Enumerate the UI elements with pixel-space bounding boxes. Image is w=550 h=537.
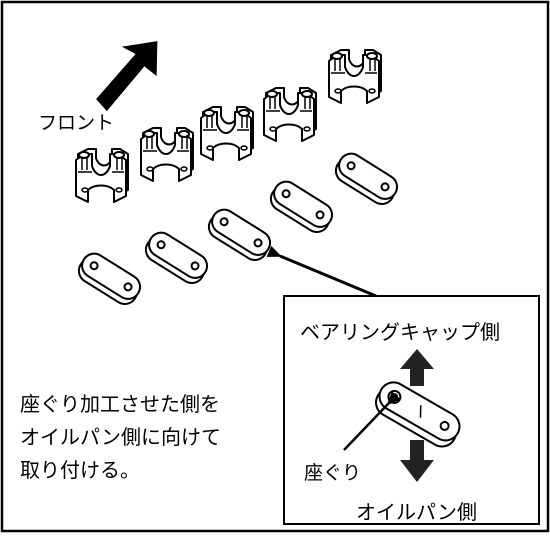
- counterbore-label: 座ぐり: [304, 462, 362, 484]
- bearing-cap-side-label: ベアリングキャップ側: [300, 320, 500, 344]
- spacer-plate: [330, 148, 403, 210]
- pointer-arrow-icon: [266, 245, 377, 298]
- spacer-plate: [140, 227, 213, 289]
- instruction-line: 取り付ける。: [20, 458, 140, 482]
- down-arrow-icon: [400, 440, 434, 482]
- bearing-cap: [75, 148, 129, 203]
- up-arrow-icon: [400, 349, 434, 386]
- front-label: フロント: [38, 112, 115, 134]
- bearing-cap: [263, 87, 317, 142]
- instruction-text: 座ぐり加工させた側を オイルパン側に向けて 取り付ける。: [20, 388, 221, 487]
- front-arrow-icon: [96, 41, 158, 112]
- spacer-plate: [203, 204, 276, 266]
- spacer-plate: [73, 248, 146, 310]
- bearing-cap: [140, 127, 194, 182]
- spacer-plate: [265, 176, 338, 238]
- bearing-cap: [328, 49, 382, 104]
- counterbore-pointer-icon: [343, 391, 401, 451]
- instruction-line: オイルパン側に向けて: [20, 425, 221, 449]
- bearing-cap: [200, 106, 254, 161]
- instruction-line: 座ぐり加工させた側を: [20, 392, 220, 416]
- oil-pan-side-label: オイルパン側: [356, 500, 477, 524]
